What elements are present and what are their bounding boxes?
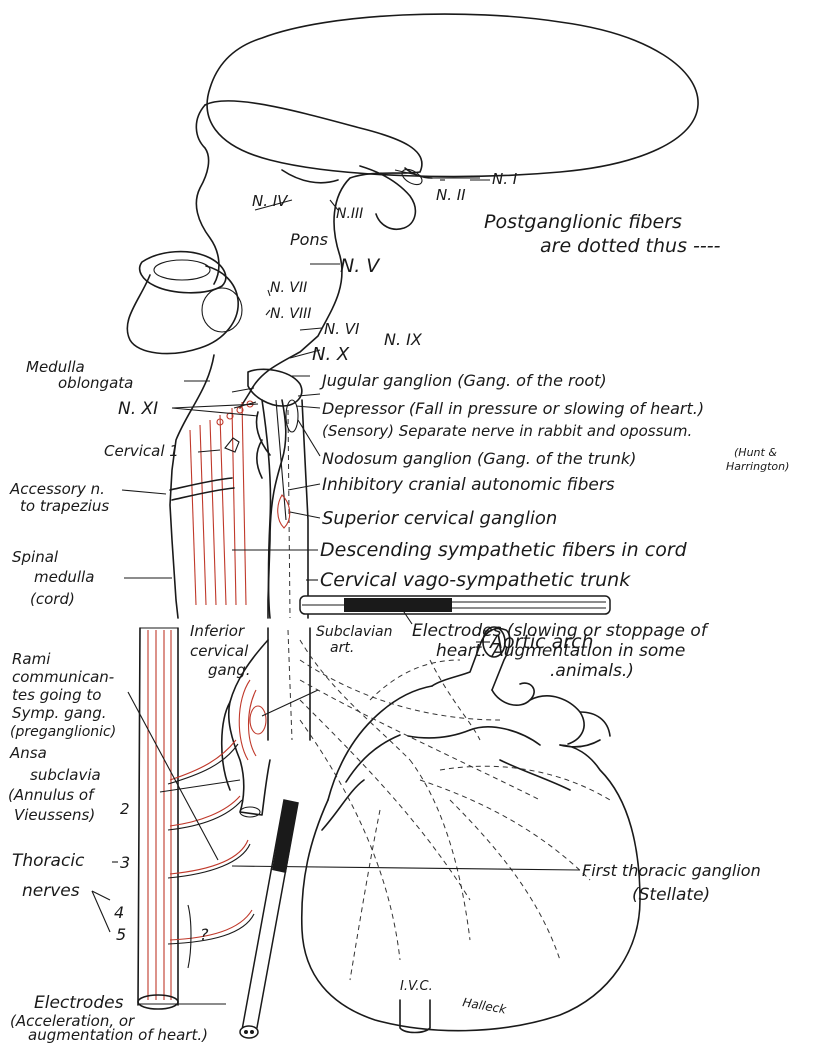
label-n1: N. I — [492, 170, 518, 188]
label-rami-3: tes going to — [12, 686, 101, 704]
label-rami-5: (preganglionic) — [10, 724, 116, 740]
label-inferior-3: gang. — [208, 661, 251, 679]
legend: Postganglionic fibers are dotted thus --… — [484, 211, 721, 257]
label-rami-1: Rami — [12, 650, 51, 668]
label-spinal-3: (cord) — [30, 590, 75, 608]
label-vagosymp: Cervical vago-sympathetic trunk — [320, 569, 631, 591]
label-spinal-1: Spinal — [12, 548, 59, 566]
label-n4: N. IV — [252, 192, 289, 210]
label-nerves: nerves — [22, 881, 80, 901]
label-sensory: (Sensory) Separate nerve in rabbit and o… — [322, 422, 692, 440]
label-nodosum: Nodosum ganglion (Gang. of the trunk) — [322, 449, 636, 468]
spinal-cord-lower — [138, 628, 178, 1009]
label-pons: Pons — [290, 230, 328, 249]
cerebrum — [207, 14, 698, 176]
label-cervical-1: Cervical 1 — [104, 442, 179, 460]
label-depressor: Depressor (Fall in pressure or slowing o… — [322, 399, 704, 418]
label-n3: N.III — [336, 206, 363, 222]
legend-line-1: Postganglionic fibers — [484, 211, 682, 233]
label-ansa-1: Ansa — [9, 744, 47, 762]
label-accessory-2: to trapezius — [20, 497, 109, 515]
label-inhibitory: Inhibitory cranial autonomic fibers — [322, 475, 615, 495]
label-hunt-2: Harrington) — [726, 460, 789, 473]
label-n6: N. VI — [324, 320, 360, 338]
label-n11: N. XI — [118, 399, 158, 419]
label-electrodes-lower-1: Electrodes — [34, 993, 124, 1013]
electrode-upper — [300, 596, 610, 614]
label-n7: N. VII — [270, 280, 307, 296]
label-num-5: 5 — [116, 925, 126, 944]
cerebellum — [127, 252, 242, 354]
label-inferior-2: cervical — [190, 642, 249, 660]
label-thoracic: Thoracic — [12, 851, 85, 871]
label-signature: Halleck — [461, 995, 508, 1017]
leader-lines — [92, 180, 580, 1004]
label-aortic-arch: Aortic arch — [488, 631, 594, 653]
label-ansa-3: (Annulus of — [8, 786, 96, 804]
postganglionic-fibers — [300, 640, 610, 980]
label-hunt-1: (Hunt & — [734, 446, 777, 459]
label-electrodes-upper-3: .animals.) — [550, 661, 634, 681]
label-spinal-2: medulla — [34, 568, 94, 586]
label-num-4: 4 — [114, 903, 124, 922]
label-n2: N. II — [436, 186, 466, 204]
label-num-3: 3 — [120, 853, 130, 872]
heart — [302, 627, 640, 1033]
label-question: ? — [200, 925, 209, 944]
electrode-lower — [240, 800, 298, 1038]
label-n5: N. V — [340, 255, 381, 277]
label-n10: N. X — [312, 344, 350, 365]
label-ivc: I.V.C. — [400, 979, 433, 994]
label-inferior-1: Inferior — [190, 622, 245, 640]
label-n9: N. IX — [384, 330, 423, 349]
label-n8: N. VIII — [270, 306, 311, 322]
label-subclavian-2: art. — [330, 640, 354, 656]
label-electrodes-lower-3: augmentation of heart.) — [28, 1026, 208, 1044]
label-num-2: 2 — [120, 800, 130, 818]
label-rami-4: Symp. gang. — [12, 704, 107, 722]
label-medulla-2: oblongata — [58, 374, 133, 392]
rami-communicantes — [168, 740, 254, 968]
label-stellate-1: First thoracic ganglion — [582, 861, 761, 880]
label-rami-2: communican- — [12, 668, 114, 686]
label-subclavian-1: Subclavian — [316, 624, 392, 640]
label-jugular: Jugular ganglion (Gang. of the root) — [319, 371, 607, 390]
label-stellate-2: (Stellate) — [632, 885, 710, 905]
label-descending: Descending sympathetic fibers in cord — [320, 539, 688, 561]
label-ansa-2: subclavia — [30, 766, 101, 784]
label-superior: Superior cervical ganglion — [322, 508, 557, 529]
label-accessory-1: Accessory n. — [9, 480, 105, 498]
label-ansa-4: Vieussens) — [14, 806, 95, 824]
legend-line-2: are dotted thus ---- — [540, 235, 721, 257]
